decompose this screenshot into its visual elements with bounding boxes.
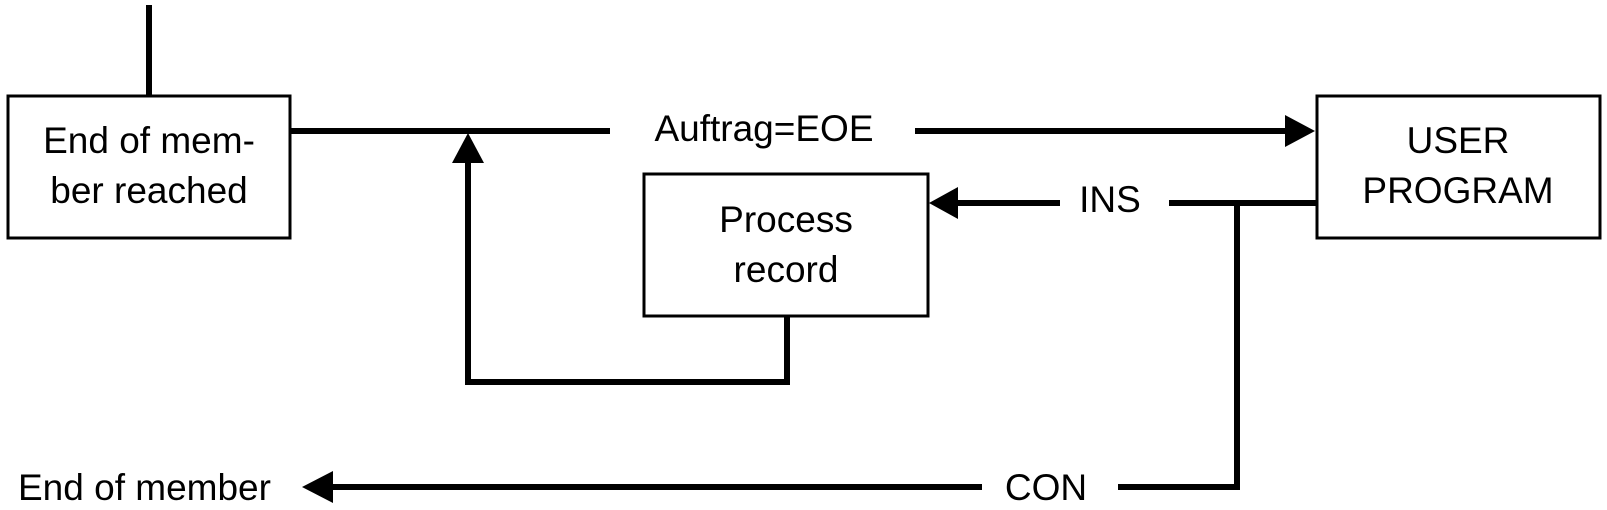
auftrag-label: Auftrag=EOE — [654, 108, 873, 149]
box-process-record: Process record — [642, 172, 930, 318]
end-of-member-label: End of member — [18, 467, 271, 508]
ins-arrowhead — [929, 187, 958, 219]
box-end-of-member-reached-line1: End of mem- — [43, 120, 255, 161]
con-label: CON — [1005, 467, 1087, 508]
con-arrowhead — [302, 471, 333, 503]
loop-return-line — [465, 162, 790, 385]
box-user-program-line1: USER — [1407, 120, 1510, 161]
con-line-right — [1118, 203, 1240, 490]
loop-return-arrowhead — [452, 133, 484, 163]
box-process-record-line2: record — [734, 249, 839, 290]
box-user-program-line2: PROGRAM — [1362, 170, 1553, 211]
box-end-of-member-reached: End of mem- ber reached — [6, 94, 292, 240]
box-process-record-line1: Process — [719, 199, 853, 240]
box-user-program: USER PROGRAM — [1315, 94, 1602, 240]
auftrag-arrowhead — [1285, 115, 1315, 147]
box-end-of-member-reached-line2: ber reached — [50, 170, 247, 211]
ins-label: INS — [1079, 179, 1141, 220]
